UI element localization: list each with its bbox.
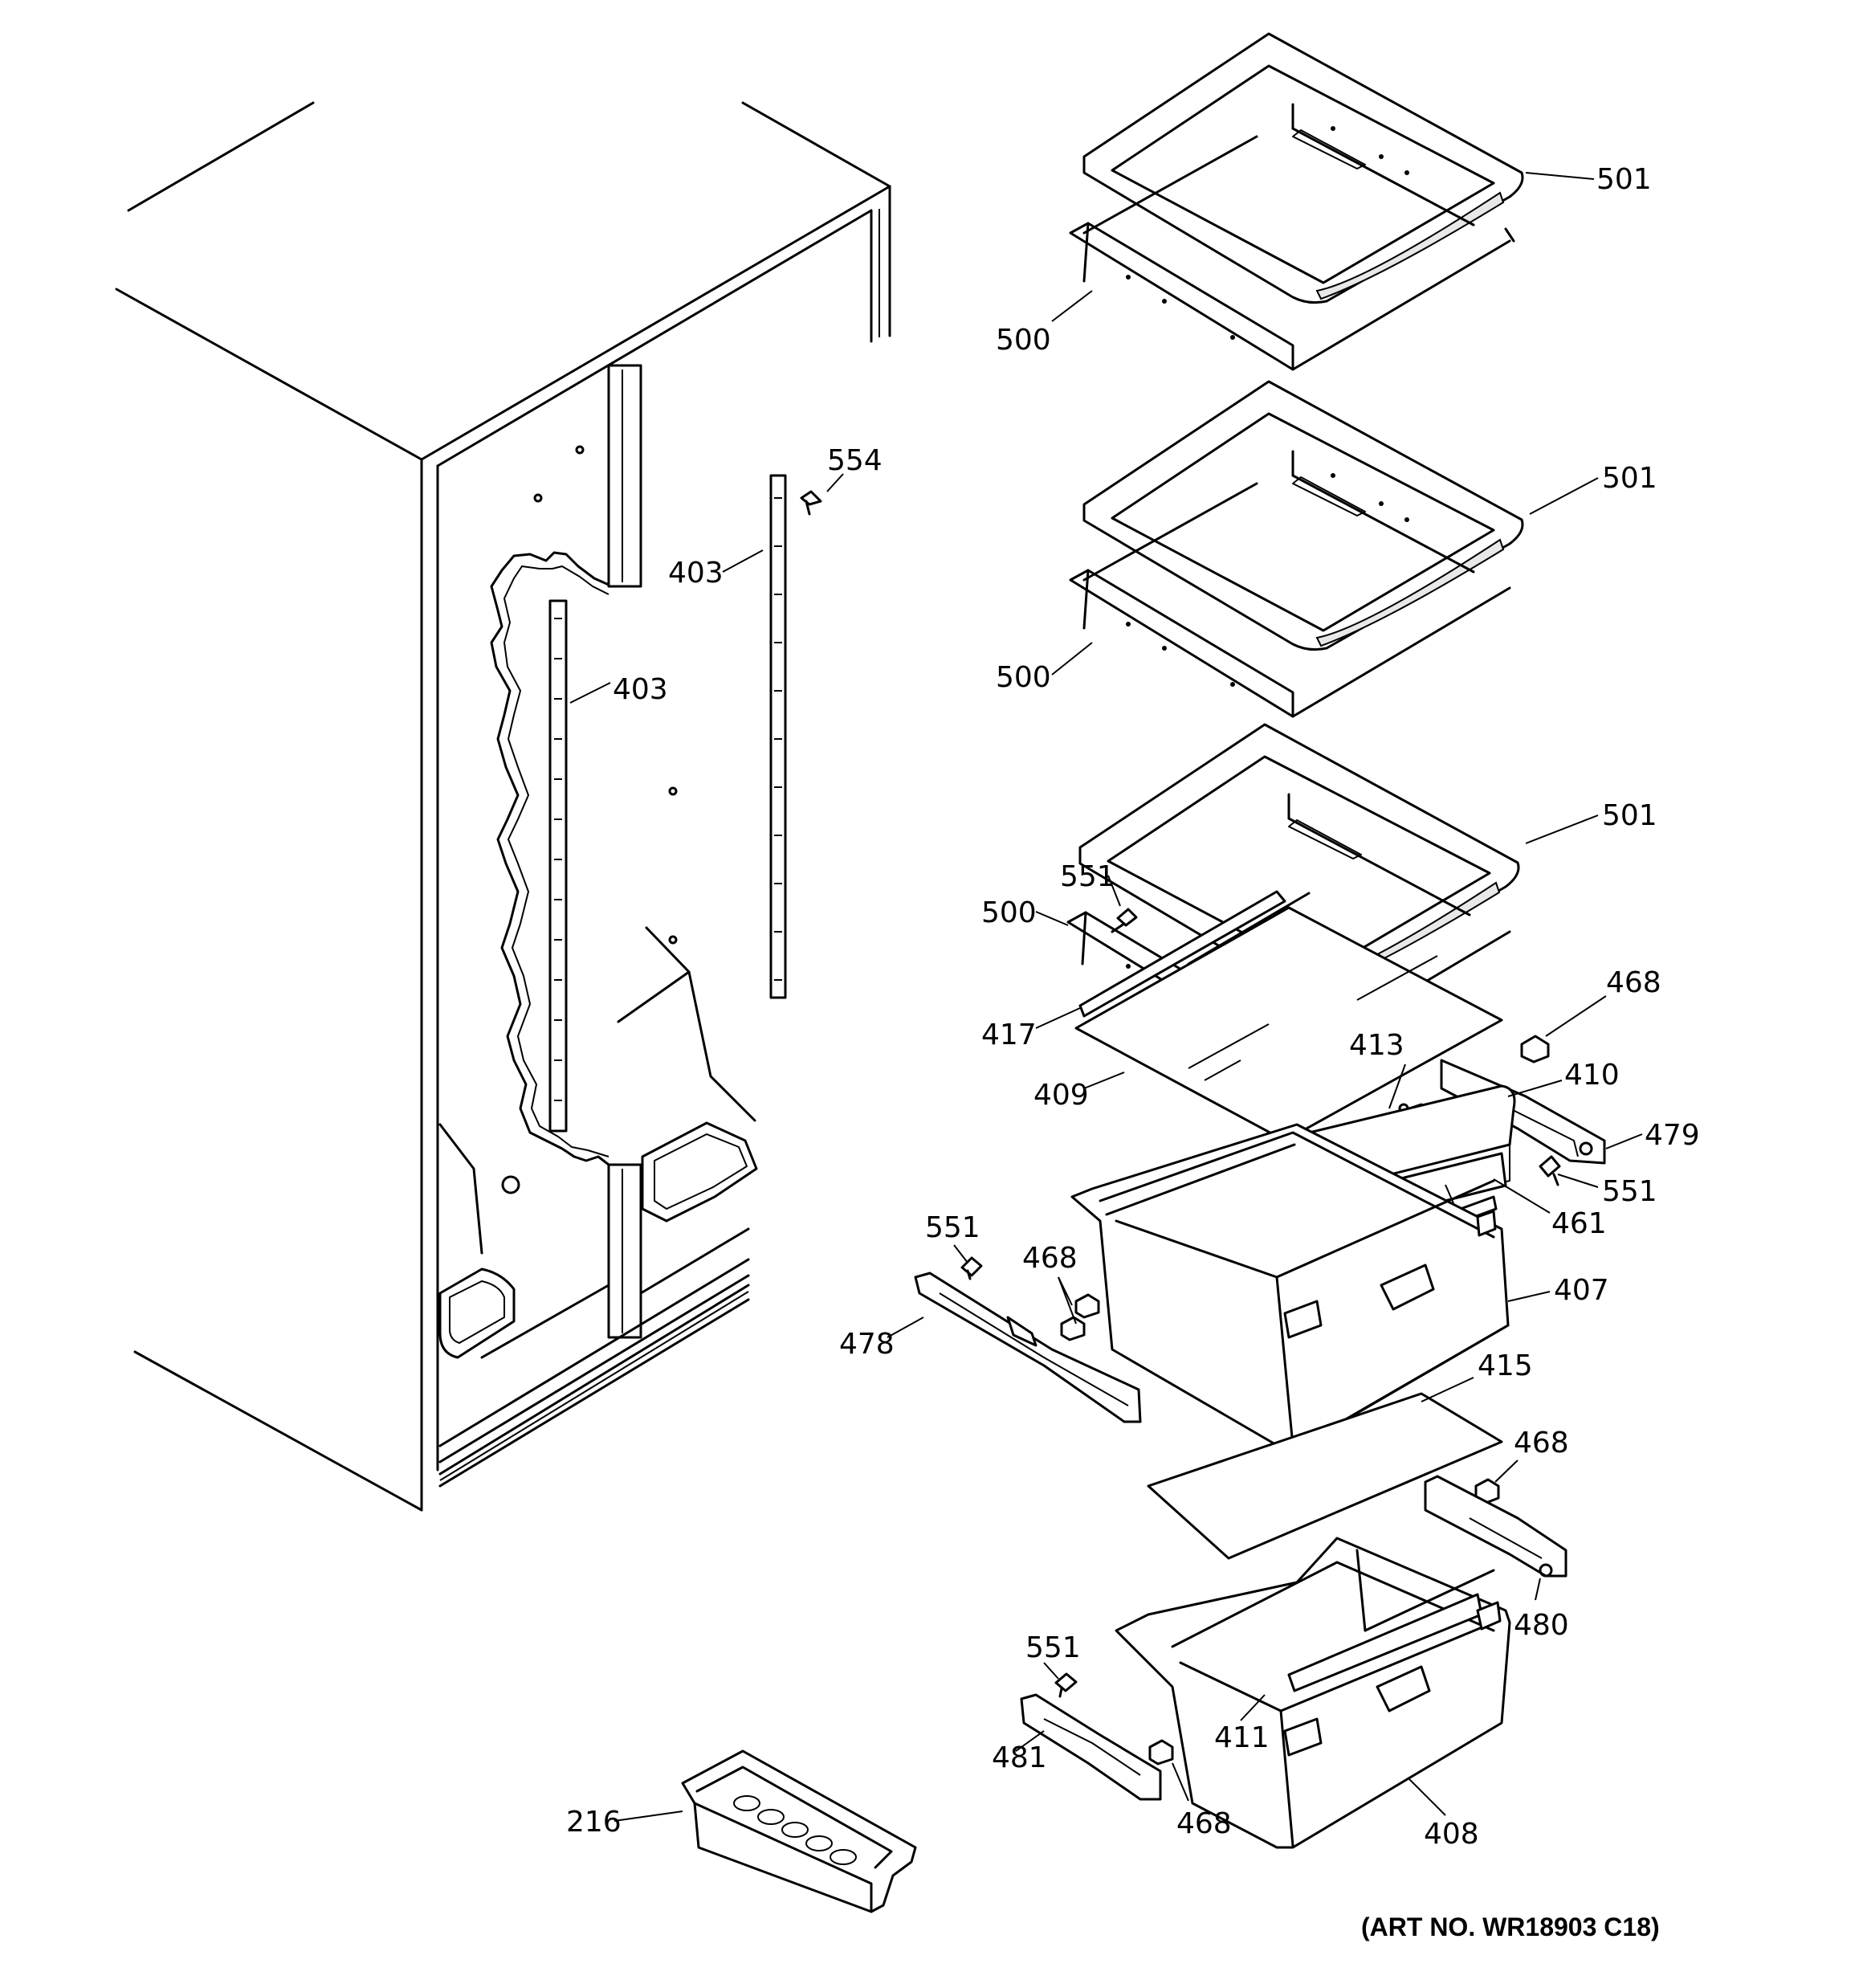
shelf-rail-left — [769, 474, 787, 999]
screw-554 — [800, 490, 822, 516]
callout-216: 216 — [566, 1806, 622, 1839]
callout-551-d: 551 — [1025, 1631, 1081, 1664]
callout-411: 411 — [1214, 1721, 1270, 1754]
callout-481: 481 — [992, 1741, 1047, 1774]
bumper-468-d — [1148, 1739, 1174, 1766]
callout-554: 554 — [827, 444, 883, 477]
screw-551-d — [1054, 1672, 1078, 1698]
slide-rail-480 — [1424, 1475, 1567, 1578]
callout-461: 461 — [1551, 1207, 1607, 1240]
glass-panel-415 — [1147, 1392, 1503, 1560]
screw-551-b — [1539, 1155, 1561, 1186]
door-bin-216 — [681, 1749, 917, 1913]
callout-500-b: 500 — [996, 661, 1051, 694]
callout-500-c: 500 — [981, 896, 1037, 929]
callout-403-b: 403 — [613, 673, 668, 706]
callout-501-c: 501 — [1602, 799, 1657, 832]
shelf-bracket-2 — [1069, 482, 1511, 718]
art-number: (ART NO. WR18903 C18) — [1361, 1912, 1660, 1941]
callout-408: 408 — [1424, 1818, 1479, 1851]
callout-415: 415 — [1478, 1349, 1533, 1382]
slide-rail-481 — [1020, 1693, 1162, 1801]
callout-410: 410 — [1564, 1059, 1620, 1092]
callout-480: 480 — [1514, 1609, 1569, 1642]
callout-413: 413 — [1349, 1029, 1404, 1062]
callout-468-b: 468 — [1022, 1242, 1078, 1275]
refrigerator-cabinet — [115, 101, 891, 1512]
callout-468-a: 468 — [1606, 966, 1661, 999]
screw-551-a — [1111, 908, 1138, 933]
callout-551-b: 551 — [1602, 1175, 1657, 1208]
leader-lines — [569, 172, 1643, 1822]
callout-409: 409 — [1033, 1079, 1089, 1112]
callout-551-a: 551 — [1060, 860, 1115, 893]
screw-551-c — [960, 1256, 983, 1280]
bumper-468-a — [1520, 1035, 1550, 1063]
shelf-bracket-1 — [1069, 135, 1515, 371]
shelf-frame-1 — [1082, 32, 1524, 304]
slide-rail-478 — [914, 1272, 1142, 1423]
callout-labels: 501 500 554 403 501 403 500 501 551 500 … — [566, 163, 1700, 1851]
crisper-drawer-408 — [1115, 1537, 1511, 1849]
callout-468-d: 468 — [1176, 1807, 1232, 1840]
bumper-468-b — [1060, 1293, 1100, 1341]
slide-rail-479 — [1440, 1059, 1606, 1165]
callout-478: 478 — [839, 1328, 895, 1361]
shelf-frame-2 — [1082, 380, 1524, 651]
callout-501-a: 501 — [1596, 163, 1652, 196]
crisper-drawer-407 — [1070, 1123, 1510, 1451]
callout-403-a: 403 — [668, 557, 724, 590]
callout-551-c: 551 — [925, 1211, 980, 1244]
callout-500-a: 500 — [996, 324, 1051, 357]
callout-479: 479 — [1645, 1119, 1700, 1152]
callout-417: 417 — [981, 1018, 1037, 1051]
glass-panel-409 — [1074, 906, 1503, 1142]
callout-407: 407 — [1554, 1274, 1609, 1307]
callout-501-b: 501 — [1602, 462, 1657, 495]
callout-468-c: 468 — [1514, 1427, 1569, 1459]
